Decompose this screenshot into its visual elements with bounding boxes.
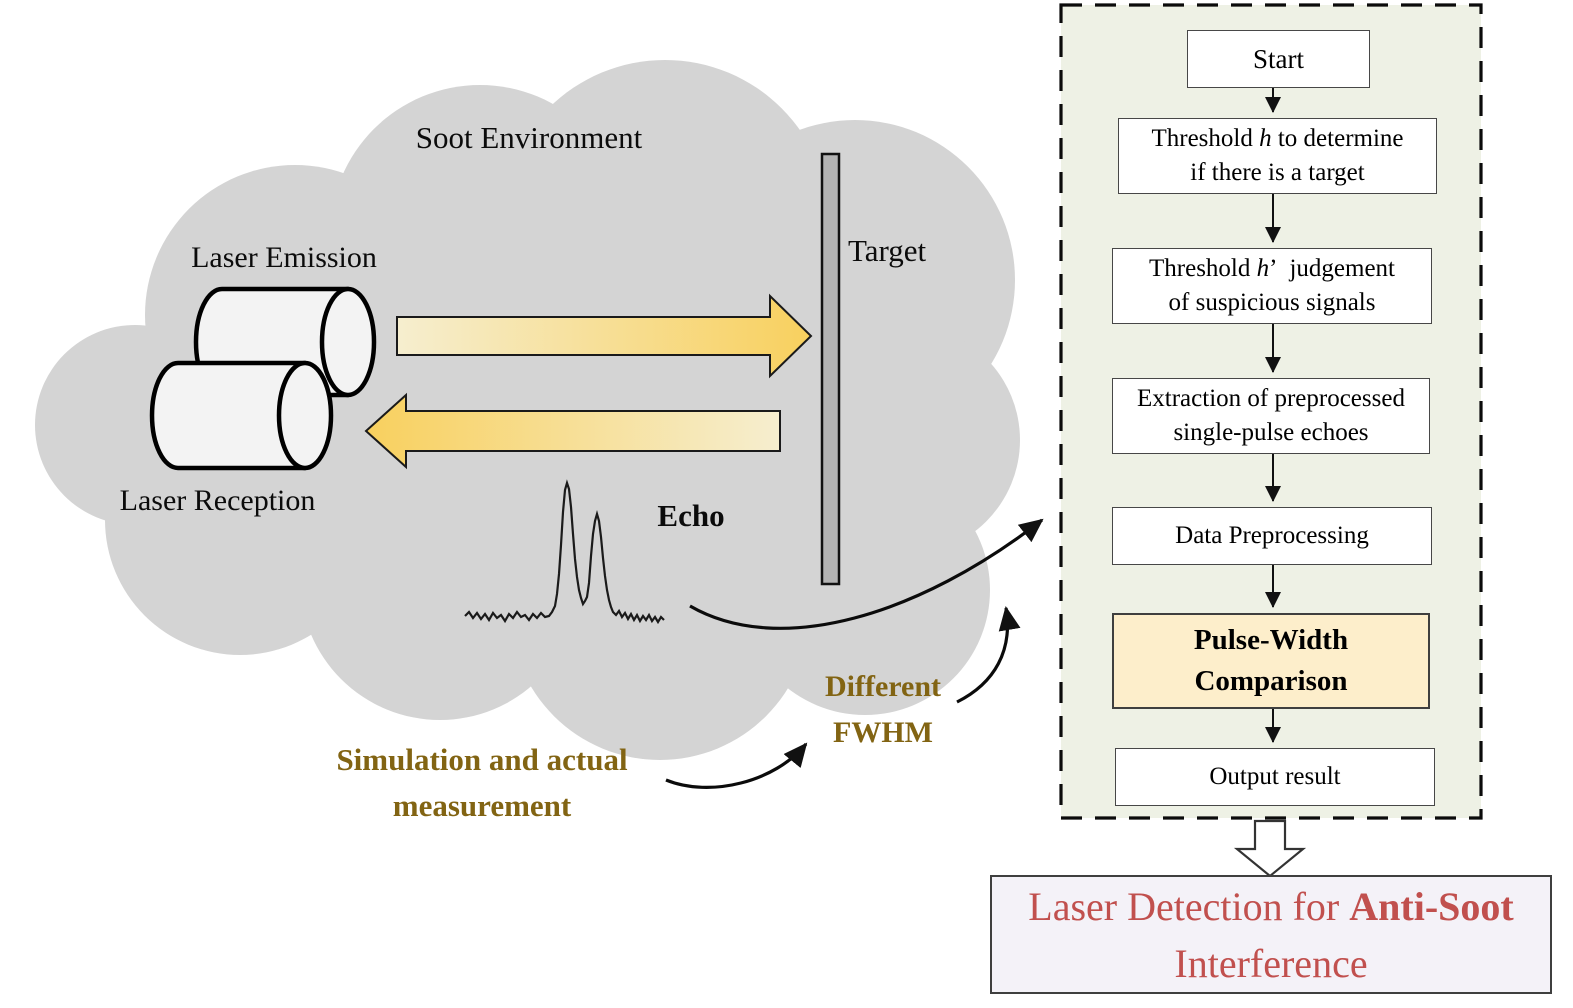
extraction-line1: Extraction of preprocessed [1137, 385, 1405, 412]
flow-step-threshold-h: Threshold h to determine if there is a t… [1118, 118, 1437, 194]
emission-beam-arrow-icon [396, 293, 813, 379]
flow-step-threshold-h-prime: Threshold h’ judgement of suspicious sign… [1112, 248, 1432, 324]
flow-step-output-result: Output result [1115, 748, 1435, 806]
extraction-line2: single-pulse echoes [1173, 419, 1369, 446]
flow-step-data-preprocessing: Data Preprocessing [1112, 507, 1432, 565]
result-emphasis: Anti-Soot [1349, 883, 1514, 929]
threshold-h-line2: if there is a target [1190, 159, 1365, 186]
threshold-h-prime-line1: Threshold h’ judgement [1149, 252, 1395, 286]
flow-step-pulse-width-comparison: Pulse-Width Comparison [1112, 613, 1430, 709]
result-line1: Laser Detection for Anti-Soot [1028, 878, 1513, 935]
echo-to-flowchart-arrow [689, 518, 1044, 630]
different-fwhm-line1: Different [824, 670, 942, 703]
threshold-h-prime-mark: ’ [1269, 255, 1278, 282]
target-plate-icon [820, 152, 841, 586]
reception-beam-arrow-icon [364, 392, 781, 470]
simulation-to-fwhm-arrow [665, 742, 808, 789]
target-label: Target [848, 233, 927, 268]
flow-step-extraction: Extraction of preprocessed single-pulse … [1112, 378, 1430, 454]
flow-step-start: Start [1187, 30, 1370, 88]
pulse-width-line1: Pulse-Width [1193, 624, 1349, 656]
laser-reception-label: Laser Reception [119, 484, 316, 517]
result-pre: Laser Detection for [1028, 883, 1350, 929]
laser-emission-label: Laser Emission [191, 241, 377, 274]
threshold-h-post: to determine [1271, 125, 1404, 152]
soot-cloud-icon [35, 60, 1020, 760]
different-fwhm-note: Different FWHM [793, 664, 973, 756]
different-fwhm-line2: FWHM [833, 716, 933, 749]
threshold-h-prime-line2: of suspicious signals [1168, 289, 1376, 316]
laser-device-cylinders-icon [149, 286, 377, 471]
simulation-note-line2: measurement [392, 788, 572, 823]
result-banner: Laser Detection for Anti-Soot Interferen… [990, 875, 1552, 994]
threshold-h-variable: h [1259, 125, 1272, 152]
threshold-h-pre: Threshold [1151, 125, 1260, 152]
panel-to-result-arrow [1233, 819, 1307, 878]
simulation-note: Simulation and actual measurement [282, 737, 682, 829]
threshold-h-line1: Threshold h to determine [1151, 122, 1403, 156]
simulation-note-line1: Simulation and actual [336, 742, 628, 777]
threshold-h-prime-post: judgement [1289, 255, 1395, 282]
soot-environment-label: Soot Environment [415, 120, 643, 155]
echo-signal-waveform-icon [464, 479, 665, 625]
echo-label: Echo [657, 498, 725, 533]
result-line2: Interference [1174, 940, 1368, 986]
threshold-h-prime-variable: h [1256, 255, 1270, 282]
threshold-h-prime-pre: Threshold [1149, 255, 1257, 282]
pulse-width-line2: Comparison [1194, 665, 1348, 697]
